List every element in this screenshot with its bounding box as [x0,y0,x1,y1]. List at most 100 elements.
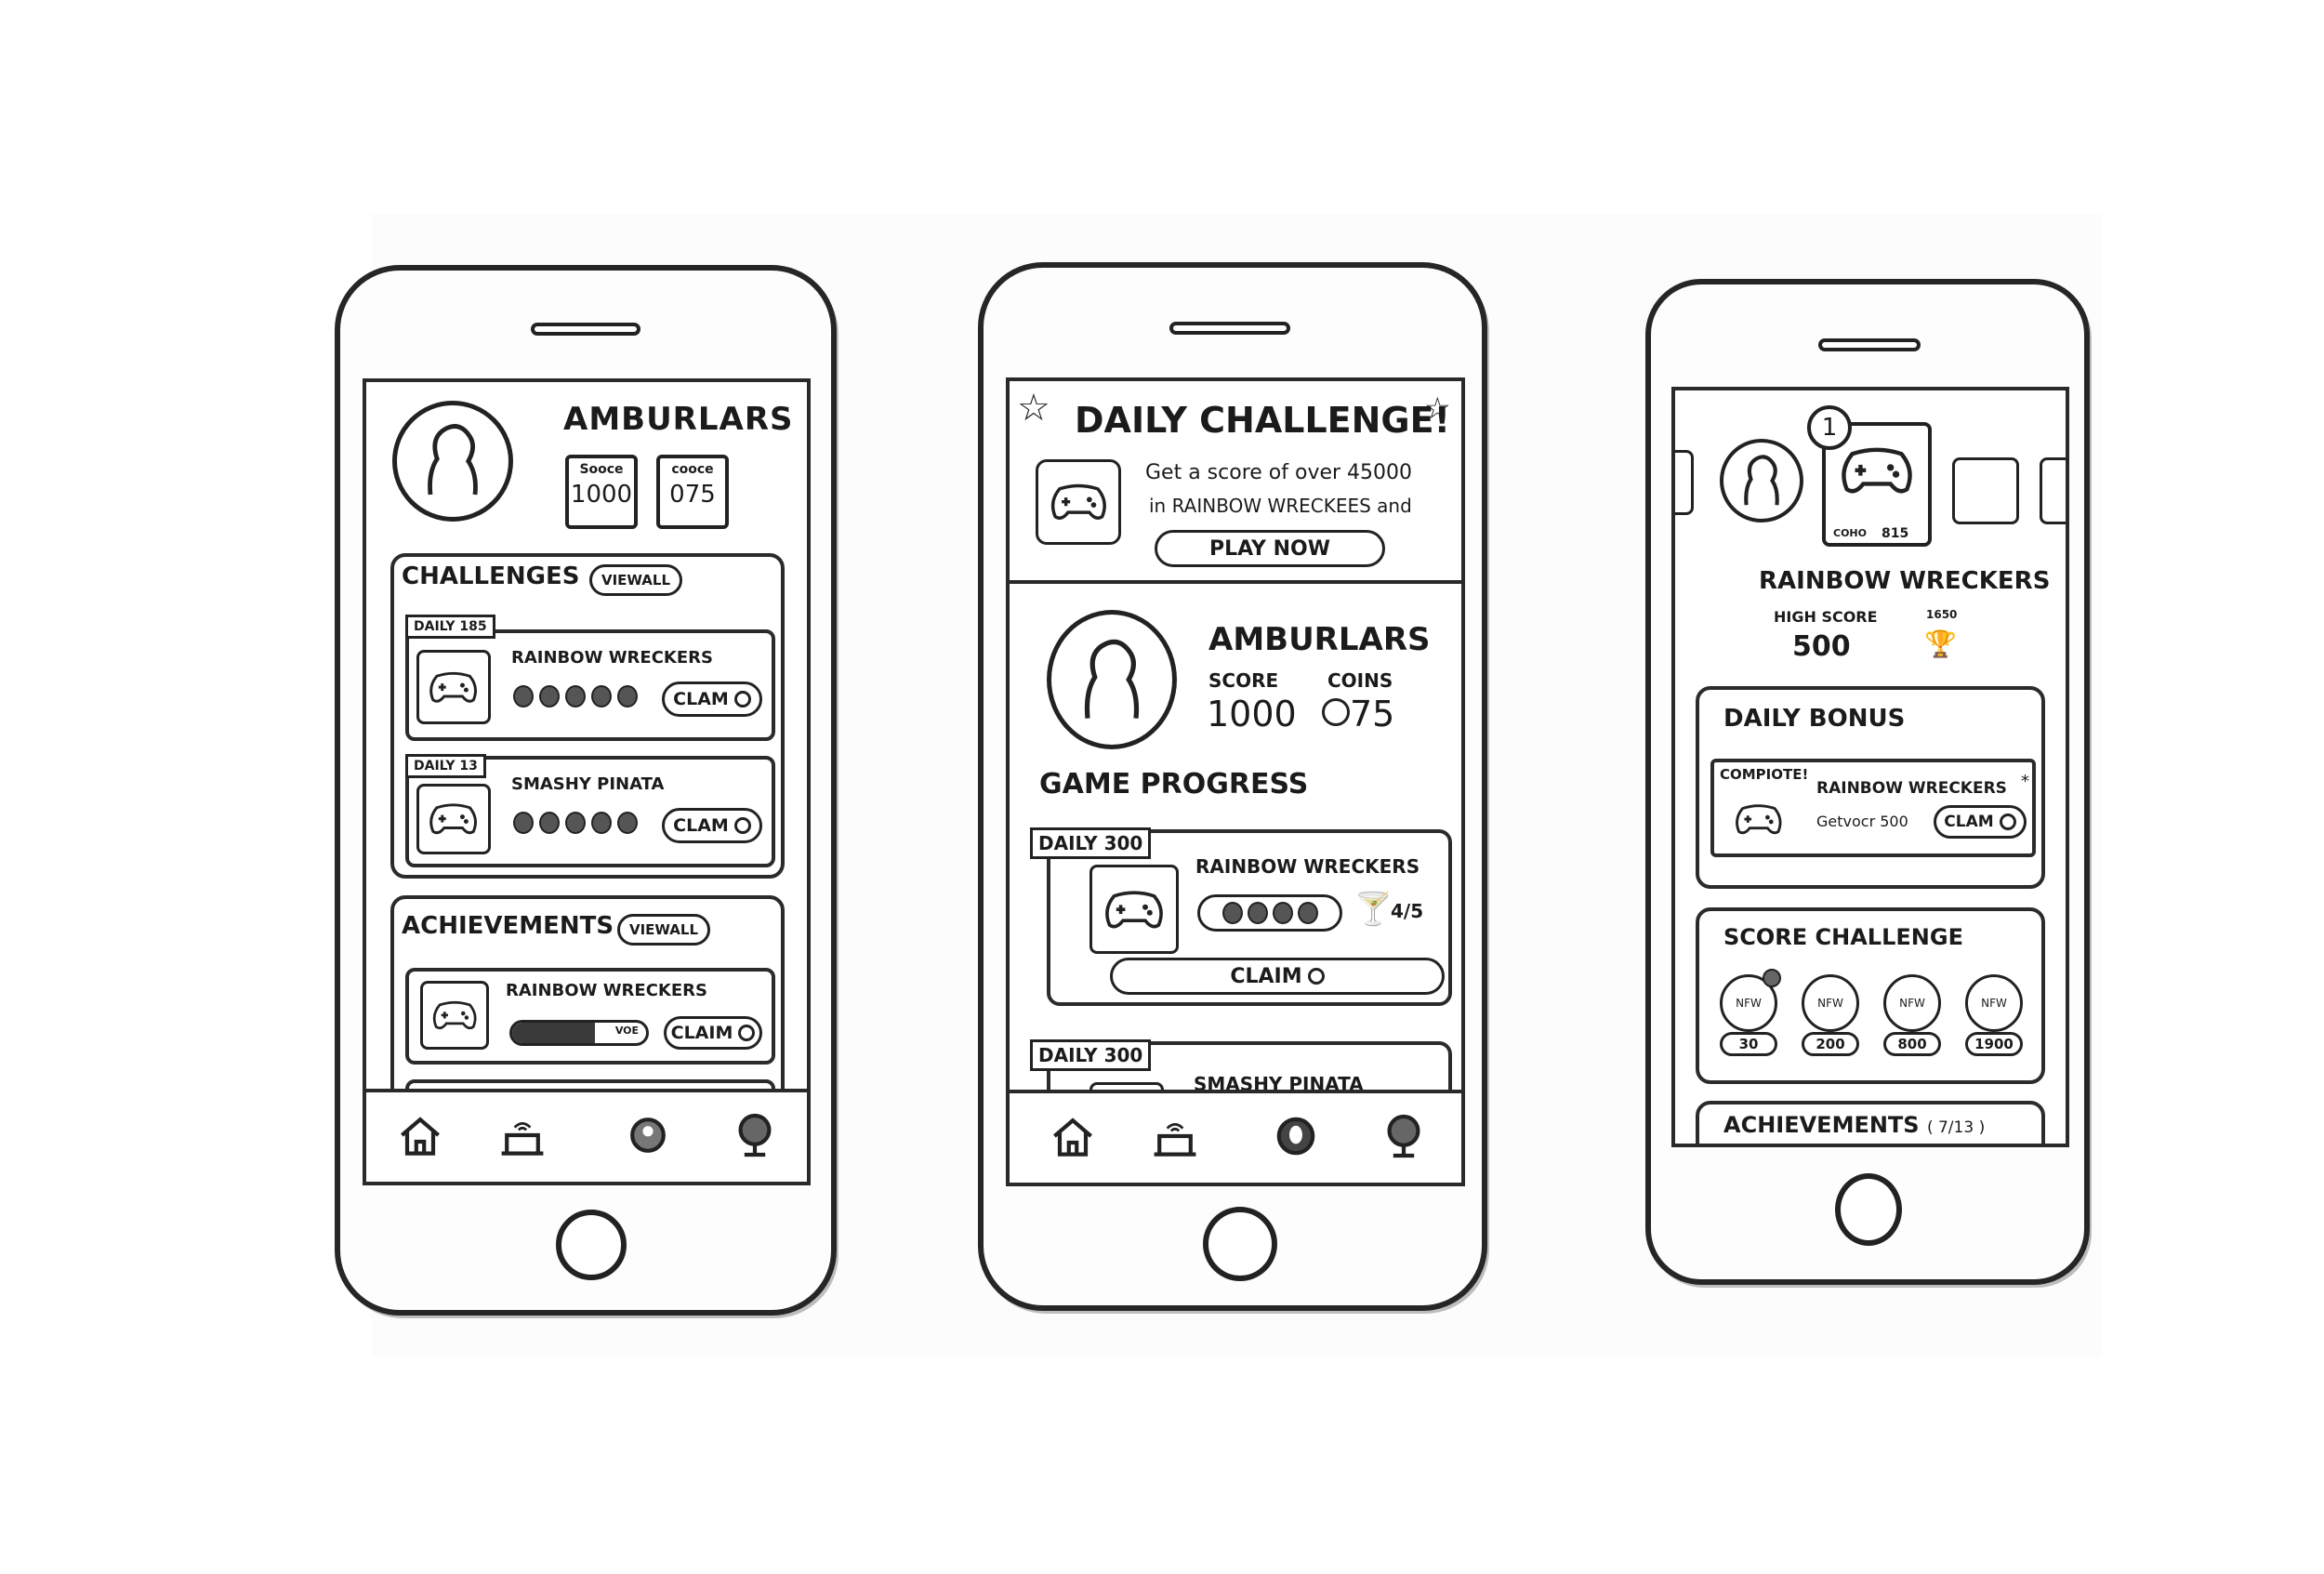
shop-icon[interactable] [1149,1110,1201,1162]
home-button[interactable] [556,1210,627,1280]
coin-icon [733,691,751,708]
score-challenge-item[interactable]: NFW 800 [1880,974,1947,1064]
progress-label: VOE [614,1025,639,1037]
stat-label: Sooce [579,462,624,477]
score-challenge-title: SCORE CHALLENGE [1723,924,1963,950]
trophy-label: 1650 [1926,608,1958,621]
carousel-card-partial[interactable] [2040,457,2066,524]
stat-value: 075 [669,481,716,509]
challenge-card[interactable]: DAILY 185 RAINBOW WRECKERS CLAM [405,615,775,741]
coin-icon [1307,968,1325,985]
game-title: RAINBOW WRECKERS [1759,567,2051,595]
avatar[interactable] [1720,439,1803,522]
score-value: 1000 [1207,694,1297,734]
banner-desc-line2: in RAINBOW WRECKEES and [1149,495,1412,517]
phone-screen: ☆ DAILY CHALLENGE! ☆ Get a score of over… [1006,377,1465,1186]
star-icon: ☆ [1424,390,1451,426]
coins-label: COINS [1327,669,1393,692]
bottom-tab-bar [1010,1090,1461,1183]
claim-button[interactable]: CLAIM [1110,958,1445,995]
claim-button[interactable]: CLAIM [664,1016,762,1050]
avatar[interactable] [392,401,513,522]
claim-button[interactable]: CLAM [1934,805,2027,839]
home-button[interactable] [1203,1207,1277,1281]
coin-icon [733,817,751,834]
claim-label: CLAM [673,689,729,709]
game-progress-title: GAME PROGRESS [1039,768,1309,800]
gamepad-icon [420,981,489,1050]
coin-icon [1999,813,2016,830]
progress-tag: DAILY 300 [1030,1039,1152,1071]
progress-tag: DAILY 300 [1030,827,1152,859]
star-icon: ☆ [1017,387,1050,430]
coins-stat: cooce 075 [656,455,729,529]
score-challenge-item[interactable]: NFW 1900 [1961,974,2028,1064]
challenge-game: SMASHY PINATA [511,774,665,794]
featured-game-card[interactable]: COHO 815 [1822,422,1932,547]
daily-challenge-banner: ☆ DAILY CHALLENGE! ☆ Get a score of over… [1010,381,1461,584]
home-icon[interactable] [394,1109,446,1161]
trophy-icon[interactable] [1378,1110,1430,1162]
phone-game-detail: COHO 815 1 RAINBOW WRECKERS HIGH SCORE 1… [1645,279,2090,1285]
achievements-count: ( 7/13 ) [1926,1118,1986,1137]
gamepad-icon [416,784,491,854]
challenge-card[interactable]: DAILY 13 SMASHY PINATA CLAM [405,754,775,867]
bonus-status: COMPIOTE! [1720,766,1809,783]
score-challenge-panel: SCORE CHALLENGE NFW 30 NFW 200 NFW 800 N… [1696,907,2045,1084]
achievements-panel: ACHIEVEMENTS ( 7/13 ) [1696,1101,2045,1144]
home-button[interactable] [1835,1173,1902,1246]
bottom-tab-bar [366,1089,807,1182]
gamepad-icon [1089,865,1179,954]
banner-title: DAILY CHALLENGE! [1075,400,1450,441]
phone-screen: COHO 815 1 RAINBOW WRECKERS HIGH SCORE 1… [1671,387,2069,1147]
card-value: 815 [1882,526,1909,541]
score-stat: Sooce 1000 [565,455,638,529]
carousel-card[interactable] [1952,457,2019,524]
achievements-title-text: ACHIEVEMENTS [1723,1112,1920,1138]
avatar[interactable] [1047,610,1177,749]
phone-speaker [1169,322,1290,335]
gamepad-icon [416,650,491,724]
achievement-progress-bar: VOE [509,1020,649,1046]
challenge-value: 1900 [1965,1032,2023,1056]
score-challenge-item[interactable]: NFW 200 [1798,974,1865,1064]
daily-bonus-title: DAILY BONUS [1723,705,1906,733]
play-now-button[interactable]: PLAY NOW [1155,530,1385,567]
profile-icon[interactable] [622,1109,674,1161]
phone-home: AMBURLARS Sooce 1000 cooce 075 CHALLENGE… [335,265,837,1316]
score-challenge-item[interactable]: NFW 30 [1716,969,1783,1064]
progress-dots [513,685,638,708]
daily-bonus-card[interactable]: COMPIOTE! RAINBOW WRECKERS * Getvocr 500… [1710,759,2036,857]
challenges-view-all-button[interactable]: VIEWALL [589,564,682,596]
carousel-card-partial[interactable] [1675,450,1694,515]
challenge-icon: NFW [1720,974,1777,1032]
shop-icon[interactable] [496,1109,548,1161]
challenge-value: 30 [1720,1032,1777,1056]
challenge-icon: NFW [1883,974,1941,1032]
progress-dots [513,812,638,834]
claim-button[interactable]: CLAM [662,681,762,717]
profile-icon[interactable] [1270,1110,1322,1162]
achievements-view-all-button[interactable]: VIEWALL [617,914,710,946]
gamepad-icon [1036,459,1121,545]
progress-game: RAINBOW WRECKERS [1195,855,1420,878]
badge-number: 1 [1821,414,1838,442]
stat-value: 1000 [570,481,633,509]
trophy-icon[interactable] [729,1109,781,1161]
rank-badge: 1 [1807,405,1852,450]
bonus-desc: Getvocr 500 [1816,813,1908,830]
home-icon[interactable] [1047,1110,1099,1162]
claim-button[interactable]: CLAM [662,808,762,843]
achievement-card[interactable]: RAINBOW WRECKERS VOE CLAIM [405,968,775,1065]
progress-card[interactable]: DAILY 300 RAINBOW WRECKERS 🍸 4/5 CLAIM [1030,827,1452,1006]
high-score-label: HIGH SCORE [1774,608,1878,626]
gamepad-icon [1725,788,1792,850]
phone-speaker [1818,338,1921,351]
claim-label: CLAM [673,815,729,836]
achievement-game: RAINBOW WRECKERS [506,981,707,1000]
challenges-panel: CHALLENGES VIEWALL DAILY 185 RAINBOW WRE… [390,553,785,879]
challenges-title: CHALLENGES [402,562,580,590]
game-carousel[interactable]: COHO 815 1 [1675,390,2066,558]
trophy-icon: 🏆 [1924,628,1957,659]
challenge-value: 800 [1883,1032,1941,1056]
